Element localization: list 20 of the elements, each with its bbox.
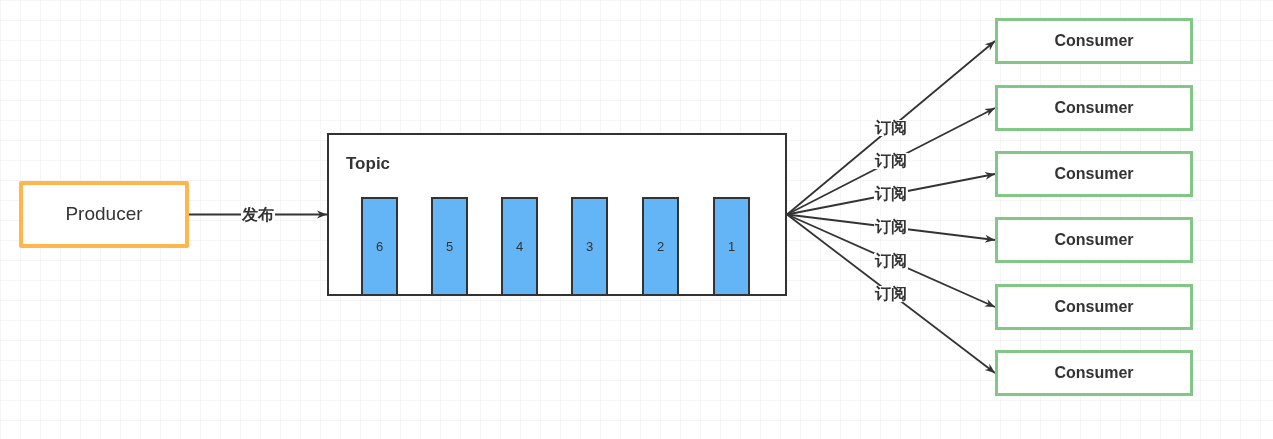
partition-bar: 1 — [713, 197, 750, 296]
consumer-box: Consumer — [995, 151, 1193, 197]
partition-bar: 3 — [571, 197, 608, 296]
arrow — [786, 40, 996, 216]
consumer-box: Consumer — [995, 85, 1193, 131]
producer-box: Producer — [19, 181, 189, 248]
edge-label: 订阅 — [874, 186, 908, 203]
partition-bar: 2 — [642, 197, 679, 296]
consumer-box: Consumer — [995, 18, 1193, 64]
partition-bar: 5 — [431, 197, 468, 296]
consumer-box: Consumer — [995, 350, 1193, 396]
partition-bar: 6 — [361, 197, 398, 296]
consumer-box: Consumer — [995, 217, 1193, 263]
topic-title: Topic — [346, 153, 391, 175]
edge-label: 订阅 — [874, 153, 908, 170]
partition-bar: 4 — [501, 197, 538, 296]
edge-label: 订阅 — [874, 219, 908, 236]
consumer-box: Consumer — [995, 284, 1193, 330]
arrow — [786, 213, 996, 374]
topic-box — [327, 133, 787, 296]
